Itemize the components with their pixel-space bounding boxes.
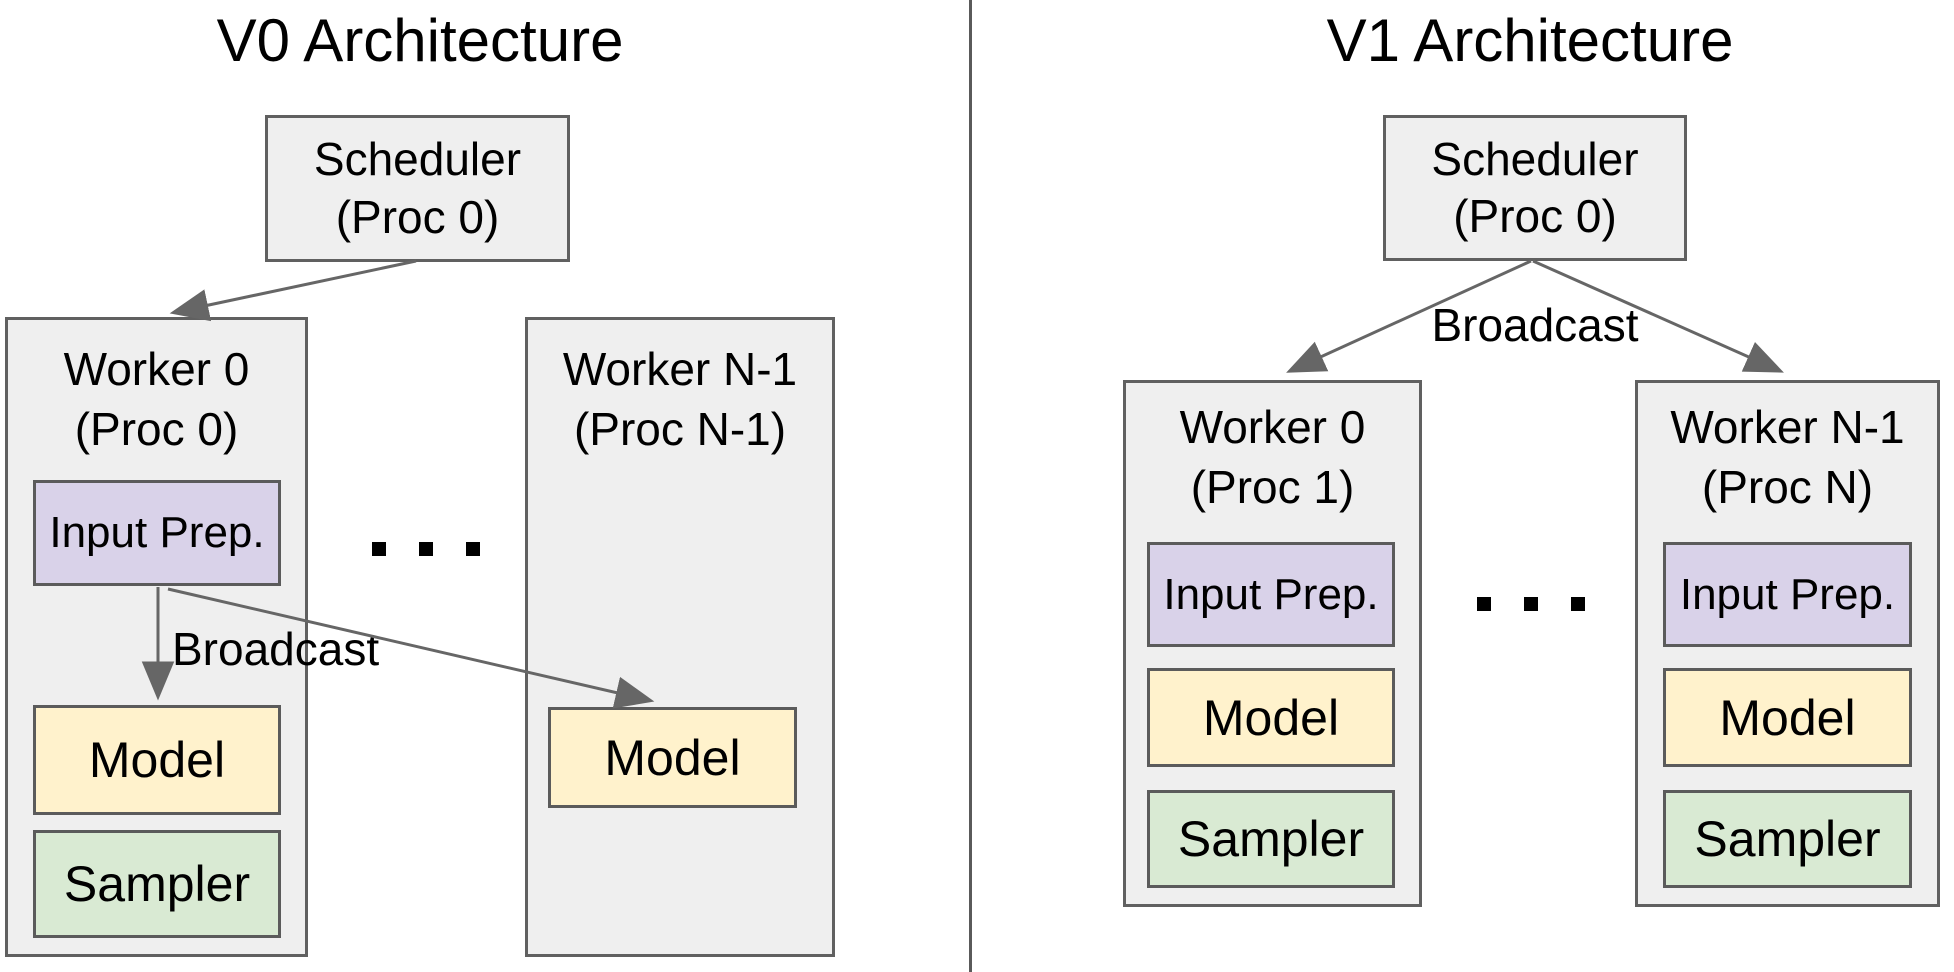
v0-workerN-line2: (Proc N-1) (573, 402, 787, 455)
dot-icon (419, 542, 433, 556)
v1-workerN-model-box: Model (1663, 668, 1912, 767)
v1-workerN-line2: (Proc N) (1701, 460, 1874, 513)
v1-ellipsis-dots (1477, 597, 1585, 611)
v1-workerN-line1: Worker N-1 (1670, 401, 1905, 453)
v1-worker0-input-prep-box: Input Prep. (1147, 542, 1395, 647)
v0-model-left-label: Model (88, 732, 226, 788)
v1-workerN-input-prep-label: Input Prep. (1679, 569, 1896, 619)
v0-worker0-title: Worker 0 (Proc 0) (5, 340, 308, 460)
v1-worker0-sampler-box: Sampler (1147, 790, 1395, 888)
v0-workerN-line1: Worker N-1 (562, 343, 798, 395)
v0-panel-title: V0 Architecture (216, 7, 624, 74)
v0-sampler-label: Sampler (63, 856, 251, 912)
v0-model-right-box: Model (548, 707, 797, 808)
v0-scheduler-line1: Scheduler (313, 133, 522, 185)
v1-worker0-model-box: Model (1147, 668, 1395, 767)
v1-workerN-sampler-box: Sampler (1663, 790, 1912, 888)
dot-icon (466, 542, 480, 556)
v0-scheduler-line2: (Proc 0) (335, 190, 500, 243)
v1-scheduler-line1: Scheduler (1431, 132, 1639, 185)
v0-worker0-line1: Worker 0 (63, 343, 250, 395)
dot-icon (372, 542, 386, 556)
v0-scheduler-box: Scheduler (Proc 0) (265, 115, 570, 262)
v0-input-prep-box: Input Prep. (33, 480, 281, 586)
v1-worker0-line2: (Proc 1) (1190, 460, 1355, 513)
v1-workerN-input-prep-box: Input Prep. (1663, 542, 1912, 647)
v0-ellipsis-dots (372, 542, 480, 556)
v1-scheduler-label: Scheduler (Proc 0) (1431, 131, 1638, 246)
v0-broadcast-label: Broadcast (172, 623, 380, 675)
v1-panel-title: V1 Architecture (1326, 7, 1734, 74)
panel-divider-line (969, 0, 972, 972)
v1-workerN-title: Worker N-1 (Proc N) (1635, 398, 1940, 518)
v1-scheduler-line2: (Proc 0) (1453, 190, 1617, 242)
v0-workerN-title: Worker N-1 (Proc N-1) (525, 340, 835, 460)
v1-worker0-title: Worker 0 (Proc 1) (1123, 398, 1422, 518)
v1-scheduler-box: Scheduler (Proc 0) (1383, 115, 1687, 261)
v1-workerN-model-label: Model (1719, 689, 1856, 746)
dot-icon (1477, 597, 1491, 611)
v0-input-prep-label: Input Prep. (49, 508, 265, 557)
v1-worker0-model-label: Model (1202, 689, 1340, 746)
dot-icon (1571, 597, 1585, 611)
v0-sampler-box: Sampler (33, 830, 281, 938)
dot-icon (1524, 597, 1538, 611)
v0-scheduler-label: Scheduler (Proc 0) (314, 131, 521, 246)
v0-model-right-label: Model (604, 729, 741, 786)
v0-model-left-box: Model (33, 705, 281, 815)
v1-broadcast-label: Broadcast (1431, 299, 1639, 351)
v1-worker0-line1: Worker 0 (1179, 401, 1366, 453)
v1-worker0-sampler-label: Sampler (1177, 811, 1365, 867)
v1-worker0-input-prep-label: Input Prep. (1163, 569, 1379, 619)
arrow-v0-scheduler-to-worker0 (169, 259, 417, 322)
v0-worker0-line2: (Proc 0) (74, 402, 239, 455)
v1-workerN-sampler-label: Sampler (1694, 811, 1881, 867)
